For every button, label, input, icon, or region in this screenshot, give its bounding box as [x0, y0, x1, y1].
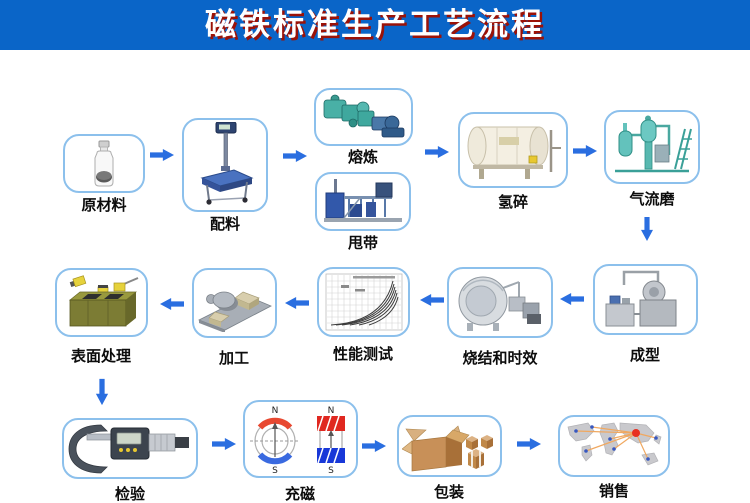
step-label-jet-milling: 气流磨 [629, 190, 675, 208]
step-batching [182, 118, 268, 212]
step-molding [593, 264, 698, 335]
flow-arrow-right-icon [283, 150, 307, 162]
step-performance-testing [317, 267, 410, 337]
step-melting [314, 88, 413, 146]
flow-arrow-down-icon [641, 217, 653, 241]
magnet-poles-icon: N S N S [249, 406, 345, 475]
machining-tool-icon [197, 291, 272, 332]
jet-mill-icon [615, 115, 692, 173]
step-label-sintering-aging: 烧结和时效 [462, 349, 538, 367]
bottle-icon [94, 140, 114, 186]
step-label-sales: 销售 [598, 482, 629, 500]
step-label-molding: 成型 [629, 346, 660, 364]
step-sales [558, 415, 670, 477]
flow-arrow-left-icon [160, 298, 184, 310]
step-label-melting: 熔炼 [347, 148, 378, 166]
carton-boxes-icon [401, 425, 493, 472]
svg-text:S: S [328, 466, 334, 475]
flow-arrow-right-icon [425, 146, 449, 158]
platform-scale-icon [200, 122, 254, 205]
step-inspection [62, 418, 198, 479]
flow-arrow-right-icon [573, 145, 597, 157]
step-label-strip-casting: 甩带 [347, 234, 378, 252]
svg-text:S: S [272, 466, 278, 475]
step-label-batching: 配料 [209, 215, 240, 233]
step-label-surface-treatment: 表面处理 [70, 347, 131, 365]
step-label-inspection: 检验 [114, 485, 145, 503]
step-label-hydrogen-crushing: 氢碎 [497, 193, 528, 211]
step-label-magnetizing: 充磁 [284, 485, 315, 503]
strip-casting-machine-icon [324, 178, 402, 222]
title-banner: 磁铁标准生产工艺流程 [0, 0, 750, 50]
step-raw-material [63, 134, 145, 193]
flow-arrow-right-icon [362, 440, 386, 452]
step-strip-casting [315, 172, 411, 231]
step-machining [192, 268, 277, 338]
flow-arrow-right-icon [150, 149, 174, 161]
plating-tank-icon [68, 274, 138, 326]
press-machine-icon [605, 270, 676, 326]
hydrogen-tank-icon [467, 126, 561, 179]
flow-arrow-right-icon [517, 438, 541, 450]
curves-chart-icon [325, 273, 402, 331]
step-magnetizing: N S N S [243, 400, 358, 478]
flow-arrow-left-icon [285, 297, 309, 309]
step-hydrogen-crushing [458, 112, 568, 188]
step-sintering-aging [447, 267, 553, 338]
flow-arrow-left-icon [560, 293, 584, 305]
step-label-raw-material: 原材料 [81, 196, 127, 214]
flow-arrow-down-icon [95, 378, 109, 406]
step-label-performance-testing: 性能测试 [332, 345, 393, 363]
flow-arrow-left-icon [420, 294, 444, 306]
page-title: 磁铁标准生产工艺流程 [205, 7, 545, 43]
step-packaging [397, 415, 502, 477]
svg-text:N: N [271, 406, 278, 416]
flow-arrow-right-icon [212, 438, 236, 450]
sintering-furnace-icon [458, 276, 541, 331]
micrometer-icon [68, 424, 189, 473]
world-map-icon [567, 422, 662, 466]
step-jet-milling [604, 110, 700, 184]
svg-text:N: N [327, 406, 334, 416]
step-label-machining: 加工 [218, 349, 249, 367]
melting-furnace-icon [323, 94, 404, 138]
step-surface-treatment [55, 268, 148, 337]
step-label-packaging: 包装 [433, 483, 464, 501]
